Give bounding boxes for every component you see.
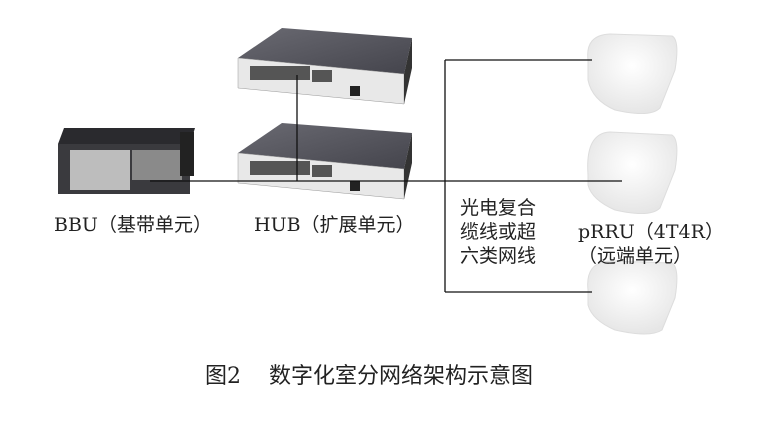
prru-device-2 [587,131,678,214]
cable-label-line: 六类网线 [460,245,537,267]
cable-label: 光电复合 缆线或超 六类网线 [460,196,536,268]
prru-label-line2: （远端单元） [578,245,693,267]
hub-device-top [237,28,412,105]
prru-label: pRRU（4T4R） （远端单元） [578,220,724,268]
prru-label-line1: pRRU（4T4R） [578,221,724,243]
bbu-label: BBU（基带单元） [54,214,212,236]
figure-caption: 图2 数字化室分网络架构示意图 [205,364,533,389]
connection-lines [150,59,622,293]
cable-label-line: 缆线或超 [460,221,537,243]
hub-label: HUB（扩展单元） [254,214,415,236]
cable-label-line: 光电复合 [460,197,537,219]
bbu-device [58,128,195,194]
hub-device-bottom [237,123,412,200]
prru-device-3 [587,260,678,335]
prru-device-1 [587,33,678,114]
